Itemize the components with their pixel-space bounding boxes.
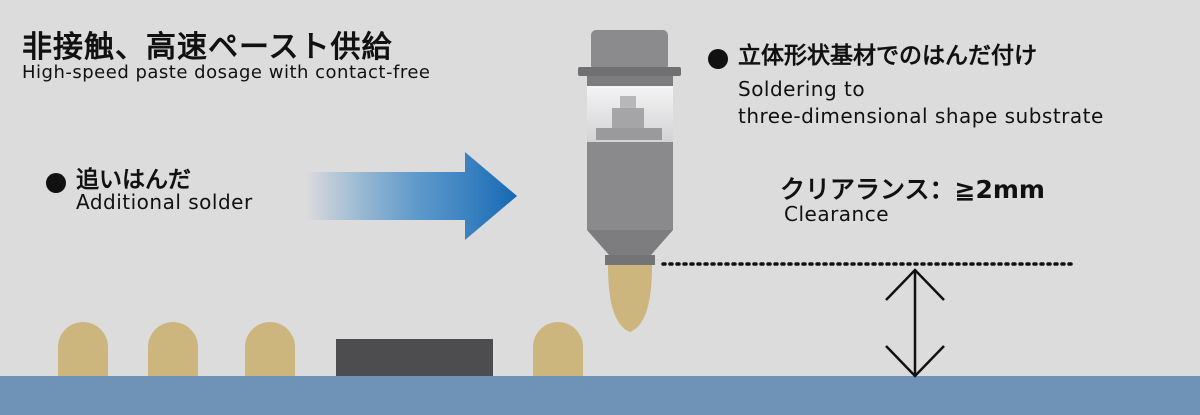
direction-arrow	[305, 152, 517, 240]
dispenser-nozzle	[578, 30, 681, 332]
additional-solder-jp: 追いはんだ	[76, 167, 191, 193]
substrate	[0, 376, 1200, 415]
solder-bump	[58, 322, 108, 376]
component-block	[336, 339, 493, 376]
additional-solder-label: 追いはんだ	[46, 160, 191, 194]
page-subtitle: High-speed paste dosage with contact-fre…	[22, 62, 431, 83]
solder-bump	[148, 322, 198, 376]
bullet-icon	[708, 48, 728, 69]
clearance-jp: クリアランス：≧2mm	[780, 175, 1045, 204]
bullet-icon	[46, 172, 66, 193]
three-d-label: 立体形状基材でのはんだ付け	[708, 36, 1037, 70]
solder-bump	[533, 322, 583, 376]
clearance-double-arrow	[885, 268, 945, 378]
page-title: 非接触、高速ペースト供給	[22, 30, 393, 65]
three-d-en-line1: Soldering to	[738, 77, 866, 101]
solder-bump	[245, 322, 295, 376]
three-d-en-line2: three-dimensional shape substrate	[738, 104, 1104, 128]
clearance-en: Clearance	[784, 202, 890, 226]
three-d-jp: 立体形状基材でのはんだ付け	[738, 43, 1037, 69]
additional-solder-en: Additional solder	[76, 190, 253, 214]
